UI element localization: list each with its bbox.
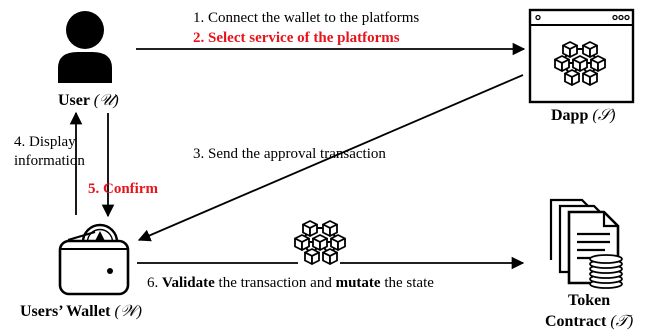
dapp-name: Dapp	[551, 107, 589, 124]
dapp-symbol: (𝒮)	[592, 107, 616, 124]
contract-label-line2: Contract (𝒯)	[545, 313, 633, 331]
step6-prefix: 6.	[147, 275, 162, 291]
wallet-name: Users’ Wallet	[20, 303, 111, 320]
user-silhouette-icon	[58, 11, 112, 83]
step1-label: 1. Connect the wallet to the platforms	[193, 10, 420, 26]
document-coins-icon	[549, 198, 623, 289]
user-name: User	[58, 92, 90, 109]
user-label: User (𝒰)	[58, 92, 119, 110]
step4-label-line2: information	[14, 153, 85, 169]
user-symbol: (𝒰)	[93, 92, 119, 109]
contract-label-line1: Token	[568, 292, 610, 310]
wallet-label: Users’ Wallet (𝒲)	[20, 303, 142, 321]
wallet-symbol: (𝒲)	[114, 303, 142, 320]
browser-window-blockchain-icon	[528, 8, 635, 104]
step6-validate: Validate	[162, 275, 215, 291]
step2-label: 2. Select service of the platforms	[193, 30, 400, 46]
blockchain-cubes-icon	[295, 221, 345, 264]
arrow-step3-dapp-to-wallet	[137, 74, 524, 242]
step4-label-line1: 4. Display	[14, 134, 76, 150]
wallet-ethereum-icon	[58, 223, 130, 296]
dapp-label: Dapp (𝒮)	[551, 107, 615, 125]
step6-label: 6. Validate the transaction and mutate t…	[147, 274, 434, 292]
step6-mutate: mutate	[335, 275, 381, 291]
contract-name-line1: Token	[568, 292, 611, 309]
step3-label: 3. Send the approval transaction	[193, 146, 386, 162]
step5-label: 5. Confirm	[88, 181, 158, 197]
contract-name-line2: Contract	[545, 313, 607, 330]
step6-suffix: the state	[380, 275, 434, 291]
step6-middle: the transaction and	[214, 275, 336, 291]
contract-symbol: (𝒯)	[610, 313, 634, 330]
